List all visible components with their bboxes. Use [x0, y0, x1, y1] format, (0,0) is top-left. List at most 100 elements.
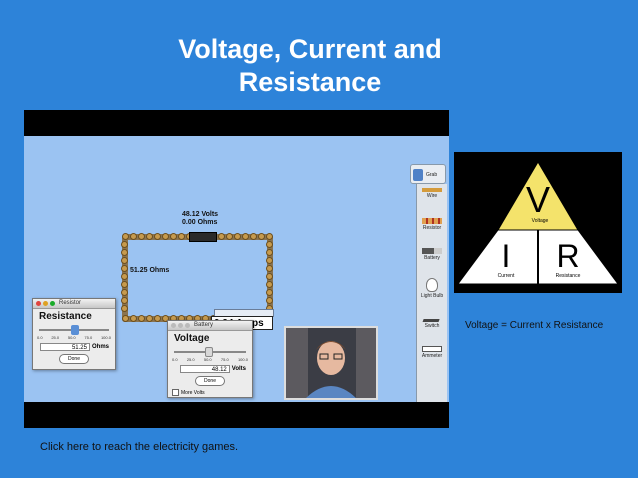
toolbox-label-resistor: Resistor [422, 225, 442, 231]
toolbox-item-ammeter[interactable]: Ammeter [419, 346, 445, 359]
resistance-slider-ticks: 0.0 25.0 50.0 75.0 100.0 [37, 335, 111, 340]
switch-icon [422, 314, 442, 322]
toolbox-label-ammeter: Ammeter [421, 353, 443, 359]
zoom-icon[interactable] [50, 301, 55, 306]
electron-bead [121, 241, 128, 248]
tick-label: 50.0 [67, 335, 76, 340]
electron-bead [138, 315, 145, 322]
slide-title: Voltage, Current and Resistance [120, 33, 500, 99]
tick-label: 50.0 [203, 357, 212, 362]
toolbox-label-battery: Battery [424, 255, 440, 261]
electricity-games-link[interactable]: Click here to reach the electricity game… [40, 441, 239, 453]
tick-label: 25.0 [51, 335, 60, 340]
triangle-word-current: Current [498, 273, 515, 279]
electron-bead [121, 265, 128, 272]
embedded-video[interactable]: 48.12 Volts 0.00 Ohms 51.25 Ohms 0.94 Am… [24, 110, 449, 428]
more-volts-option[interactable]: More Volts [172, 389, 252, 396]
voltage-slider[interactable] [174, 347, 246, 357]
electron-bead [162, 233, 169, 240]
electron-bead [121, 249, 128, 256]
electron-bead [170, 233, 177, 240]
battery-done-button[interactable]: Done [195, 376, 225, 386]
toolbox-label-switch: Switch [424, 323, 440, 329]
electron-bead [121, 305, 128, 312]
toolbox-item-wire[interactable]: Wire [419, 188, 445, 199]
slide-title-line1: Voltage, Current and [178, 34, 442, 64]
wire-icon [422, 188, 442, 192]
toolbox-item-light-bulb[interactable]: Light Bulb [419, 278, 445, 299]
ammeter-icon [422, 346, 442, 352]
electron-bead [154, 233, 161, 240]
resistor-done-button[interactable]: Done [59, 354, 89, 364]
electron-bead [258, 233, 265, 240]
voltage-unit: Volts [231, 366, 246, 372]
voltage-value-row: 48.12 Volts [174, 365, 246, 373]
close-icon[interactable] [171, 323, 176, 328]
electron-bead [138, 233, 145, 240]
zoom-icon[interactable] [185, 323, 190, 328]
toolbox-label-wire: Wire [426, 193, 438, 199]
formula-triangle: V Voltage I Current R Resistance [457, 161, 619, 285]
slider-knob[interactable] [204, 347, 213, 357]
triangle-letter-i: I [502, 238, 511, 274]
grab-bag-button[interactable]: Grab Bag [410, 164, 446, 198]
electron-bead [266, 265, 273, 272]
resistor-dialog-titlebar[interactable]: Resistor [33, 299, 115, 309]
formula-caption: Voltage = Current x Resistance [465, 320, 604, 331]
triangle-word-resistance: Resistance [556, 273, 581, 279]
component-toolbox: Wire Resistor Battery Light Bulb Switch … [416, 184, 447, 402]
resistance-unit: Ohms [91, 344, 109, 350]
battery-ohms-label: 0.00 Ohms [182, 219, 218, 226]
electron-bead [266, 281, 273, 288]
electron-bead [266, 249, 273, 256]
toolbox-label-light-bulb: Light Bulb [420, 293, 444, 299]
slider-knob[interactable] [70, 325, 79, 335]
electron-bead [266, 289, 273, 296]
resistance-value-field[interactable]: 51.25 [39, 343, 90, 351]
resistor-dialog-title: Resistor [59, 300, 82, 306]
battery-dialog-heading: Voltage [174, 333, 210, 344]
tick-label: 75.0 [220, 357, 229, 362]
electron-bead [162, 315, 169, 322]
minimize-icon[interactable] [178, 323, 183, 328]
voltage-value-field[interactable]: 48.12 [179, 365, 230, 373]
minimize-icon[interactable] [43, 301, 48, 306]
triangle-letter-v: V [526, 179, 550, 220]
electron-bead [122, 315, 129, 322]
battery-component[interactable] [189, 232, 217, 242]
battery-readout: 48.12 Volts 0.00 Ohms [182, 211, 218, 227]
tick-label: 75.0 [84, 335, 93, 340]
battery-icon [422, 248, 442, 254]
electron-bead [266, 257, 273, 264]
battery-dialog-titlebar[interactable]: Battery [168, 321, 252, 331]
resistance-value-row: 51.25 Ohms [39, 343, 109, 351]
electron-bead [250, 233, 257, 240]
tick-label: 0.0 [172, 357, 178, 362]
electron-bead [178, 233, 185, 240]
toolbox-item-switch[interactable]: Switch [419, 314, 445, 329]
electron-bead [146, 315, 153, 322]
tick-label: 100.0 [237, 357, 248, 362]
circuit-simulation[interactable]: 48.12 Volts 0.00 Ohms 51.25 Ohms 0.94 Am… [24, 136, 449, 402]
electron-bead [226, 233, 233, 240]
electron-bead [146, 233, 153, 240]
electron-bead [130, 233, 137, 240]
more-volts-checkbox[interactable] [172, 389, 179, 396]
bag-icon [413, 169, 423, 181]
tick-label: 0.0 [37, 335, 43, 340]
battery-volts-label: 48.12 Volts [182, 211, 219, 218]
toolbox-item-battery[interactable]: Battery [419, 248, 445, 261]
toolbox-item-resistor[interactable]: Resistor [419, 218, 445, 231]
close-icon[interactable] [36, 301, 41, 306]
presenter-image [286, 328, 376, 398]
electron-bead [154, 315, 161, 322]
resistor-readout: 51.25 Ohms [130, 267, 170, 274]
resistor-icon [422, 218, 442, 224]
electron-bead [122, 233, 129, 240]
electron-bead [121, 273, 128, 280]
electron-bead [130, 315, 137, 322]
electron-bead [266, 273, 273, 280]
battery-dialog-title: Battery [194, 322, 214, 328]
electron-bead [234, 233, 241, 240]
resistance-slider[interactable] [39, 325, 109, 335]
